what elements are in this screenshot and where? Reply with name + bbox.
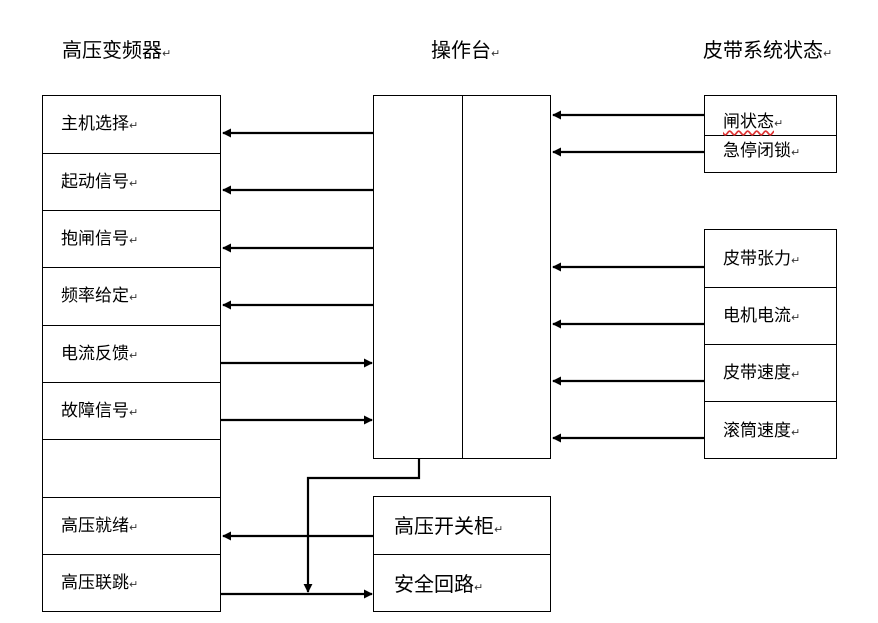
left-item-frequency-setpoint: 频率给定↵ <box>43 268 220 326</box>
safety-loop: 安全回路↵ <box>394 572 484 596</box>
hv-switchgear-box: 高压开关柜↵ 安全回路↵ <box>373 496 551 612</box>
right-item-belt-tension: 皮带张力↵ <box>705 230 836 288</box>
left-item-current-feedback: 电流反馈↵ <box>43 326 220 383</box>
left-item-hv-ready: 高压就绪↵ <box>43 498 220 555</box>
right-item-brake-status: 闸状态↵ <box>705 96 836 136</box>
left-item-start-signal: 起动信号↵ <box>43 154 220 211</box>
right-item-estop-lock: 急停闭锁↵ <box>723 141 801 161</box>
right-item-motor-current: 电机电流↵ <box>705 288 836 345</box>
console-title: 操作台↵ <box>431 38 501 62</box>
belt-status-top-box: 闸状态↵ 急停闭锁↵ <box>704 95 837 173</box>
right-item-belt-speed: 皮带速度↵ <box>705 345 836 402</box>
left-item-hv-trip: 高压联跳↵ <box>61 573 139 593</box>
right-item-drum-speed: 滚筒速度↵ <box>723 421 801 441</box>
console-divider <box>462 96 463 458</box>
hv-switchgear-cabinet: 高压开关柜↵ <box>374 497 550 555</box>
hv-inverter-box: 主机选择↵ 起动信号↵ 抱闸信号↵ 频率给定↵ 电流反馈↵ 故障信号↵ 高压就绪… <box>42 95 221 612</box>
console-box <box>373 95 551 459</box>
left-item-brake-signal: 抱闸信号↵ <box>43 211 220 268</box>
belt-status-title: 皮带系统状态↵ <box>703 38 833 62</box>
left-item-host-select: 主机选择↵ <box>43 96 220 154</box>
left-item-fault-signal: 故障信号↵ <box>43 383 220 440</box>
belt-status-bottom-box: 皮带张力↵ 电机电流↵ 皮带速度↵ 滚筒速度↵ <box>704 229 837 459</box>
hv-inverter-title: 高压变频器↵ <box>62 38 172 62</box>
left-item-empty <box>43 440 220 498</box>
